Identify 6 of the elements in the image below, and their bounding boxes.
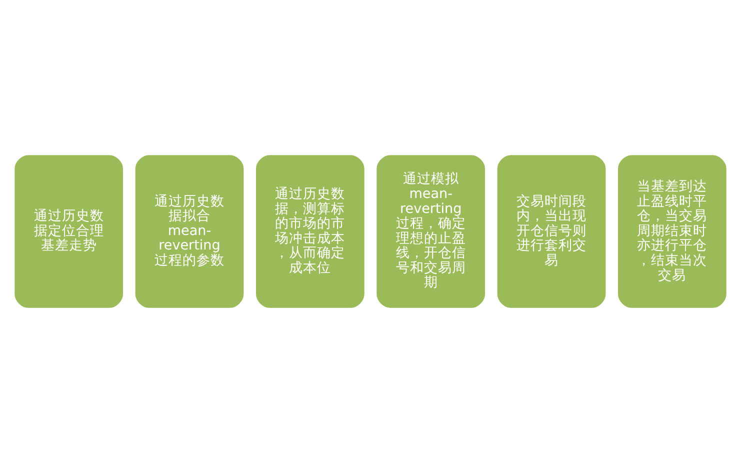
node-box: 通过历史数据拟合mean-reverting过程的参数	[132, 152, 246, 310]
node-box: 通过模拟mean-reverting过程，确定理想的止盈线，开仓信号和交易周期	[374, 152, 488, 310]
node-box: 交易时间段内，当出现开仓信号则进行套利交易	[494, 152, 608, 310]
node-box: 通过历史数据定位合理基差走势	[12, 152, 126, 310]
node-box: 当基差到达止盈线时平仓，当交易周期结束时亦进行平仓，结束当次交易	[616, 152, 729, 310]
node-box: 通过历史数据，测算标的市场的市场冲击成本，从而确定成本位	[254, 152, 367, 310]
